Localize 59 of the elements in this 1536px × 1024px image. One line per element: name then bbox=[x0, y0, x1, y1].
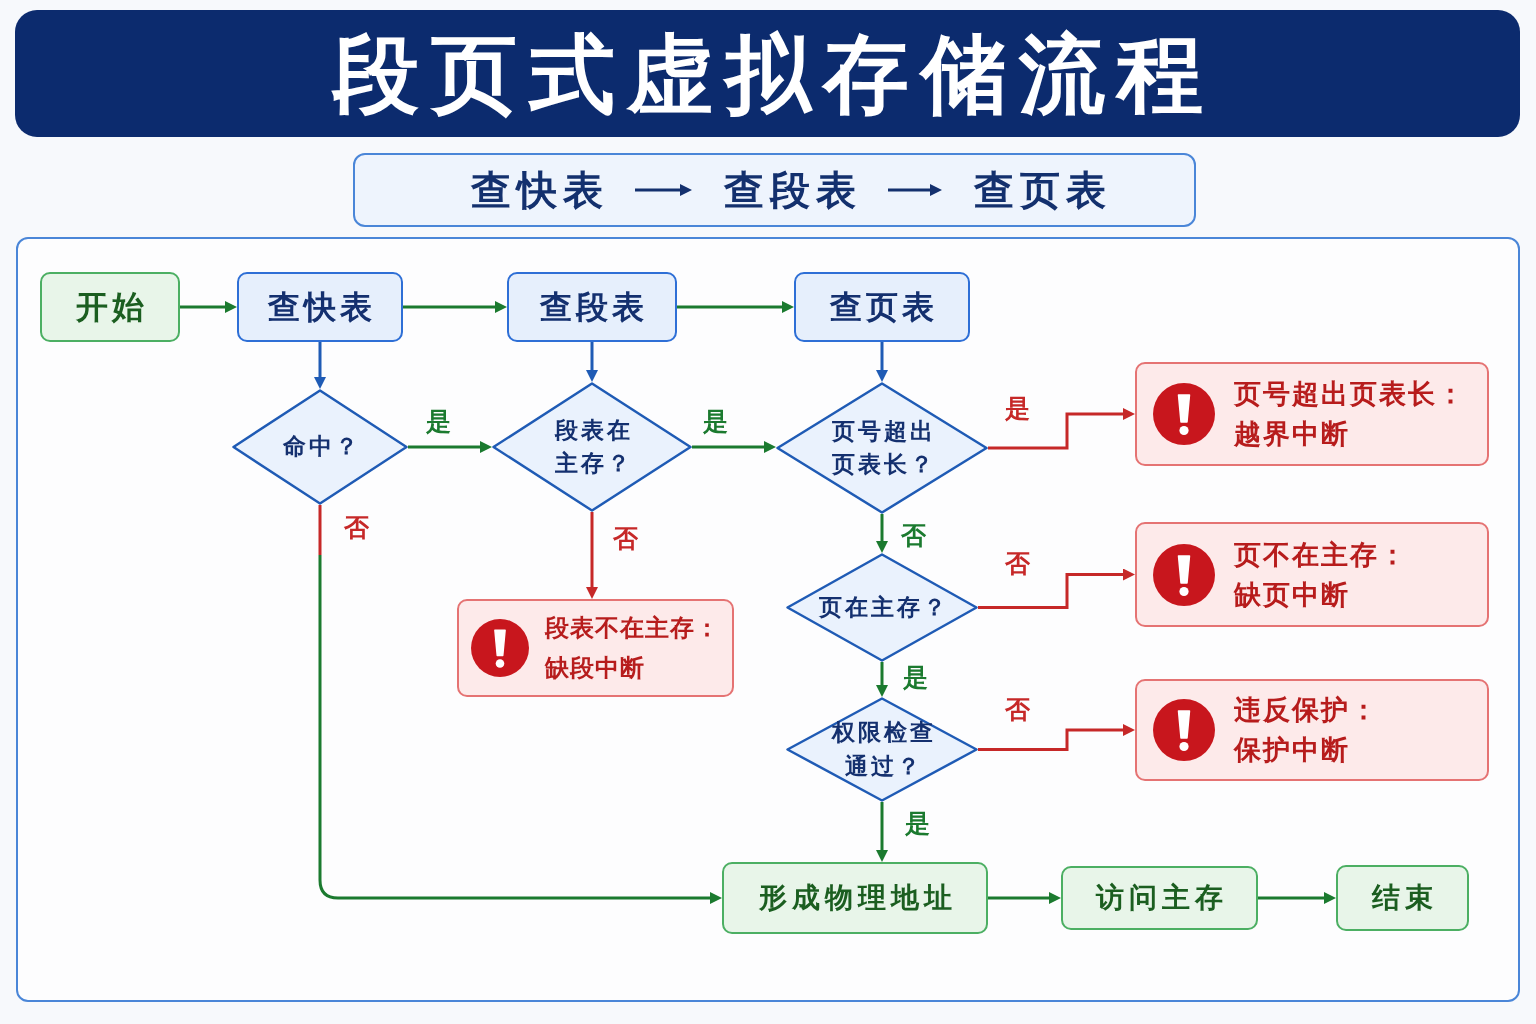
decision-diamond: 段表在主存？ bbox=[492, 382, 692, 512]
edge-label: 否 bbox=[341, 514, 371, 542]
summary-box bbox=[353, 153, 1196, 227]
error-box bbox=[457, 599, 734, 697]
arrow bbox=[692, 441, 776, 453]
arrow bbox=[318, 505, 722, 904]
arrow bbox=[978, 724, 1135, 751]
arrow bbox=[403, 301, 507, 313]
arrow bbox=[408, 441, 492, 453]
edge-label: 是 bbox=[423, 408, 453, 436]
arrow bbox=[314, 342, 326, 389]
arrow bbox=[988, 408, 1135, 450]
edge-label: 否 bbox=[1002, 550, 1032, 578]
decision-diamond: 页在主存？ bbox=[786, 553, 978, 662]
error-text: 缺段中断 bbox=[545, 653, 646, 684]
process-box: 查段表 bbox=[507, 272, 677, 342]
edge-label: 是 bbox=[700, 408, 730, 436]
edge-label: 是 bbox=[902, 810, 932, 838]
arrow bbox=[988, 892, 1061, 904]
arrow bbox=[677, 301, 794, 313]
arrow bbox=[180, 301, 237, 313]
edge-label: 否 bbox=[898, 522, 928, 550]
error-box bbox=[1135, 362, 1489, 466]
error-text: 违反保护： bbox=[1234, 693, 1379, 727]
error-text: 段表不在主存： bbox=[545, 613, 720, 644]
arrow bbox=[888, 184, 942, 196]
arrow bbox=[586, 342, 598, 382]
edge-label: 是 bbox=[1002, 395, 1032, 423]
arrow bbox=[876, 662, 888, 697]
arrow bbox=[978, 568, 1135, 609]
start-box: 开始 bbox=[40, 272, 180, 342]
error-text: 越界中断 bbox=[1234, 417, 1351, 451]
error-text: 保护中断 bbox=[1234, 733, 1351, 767]
edge-label: 是 bbox=[900, 664, 930, 692]
decision-diamond: 命中？ bbox=[232, 389, 408, 505]
decision-diamond: 页号超出页表长？ bbox=[776, 382, 988, 514]
step-text: 查快表 bbox=[439, 162, 635, 218]
step-text: 查页表 bbox=[942, 162, 1138, 218]
arrow bbox=[1258, 892, 1336, 904]
edge-label: 否 bbox=[610, 525, 640, 553]
end-box: 结束 bbox=[1336, 865, 1469, 931]
arrow bbox=[586, 512, 598, 599]
error-text: 页不在主存： bbox=[1234, 537, 1408, 572]
error-box bbox=[1135, 522, 1489, 627]
title-banner: 段页式虚拟存储流程 bbox=[15, 10, 1520, 137]
arrow bbox=[635, 184, 692, 196]
arrow bbox=[876, 802, 888, 862]
error-box bbox=[1135, 679, 1489, 781]
error-text: 页号超出页表长： bbox=[1234, 377, 1466, 411]
process-box: 查页表 bbox=[794, 272, 970, 342]
process-box: 访问主存 bbox=[1061, 866, 1258, 930]
error-text: 缺页中断 bbox=[1234, 577, 1351, 612]
step-text: 查段表 bbox=[692, 162, 888, 218]
process-box: 形成物理地址 bbox=[722, 862, 988, 934]
edge-label: 否 bbox=[1002, 696, 1032, 724]
process-box: 查快表 bbox=[237, 272, 403, 342]
arrow bbox=[876, 342, 888, 382]
decision-diamond: 权限检查通过？ bbox=[786, 697, 978, 802]
arrow bbox=[876, 514, 888, 553]
